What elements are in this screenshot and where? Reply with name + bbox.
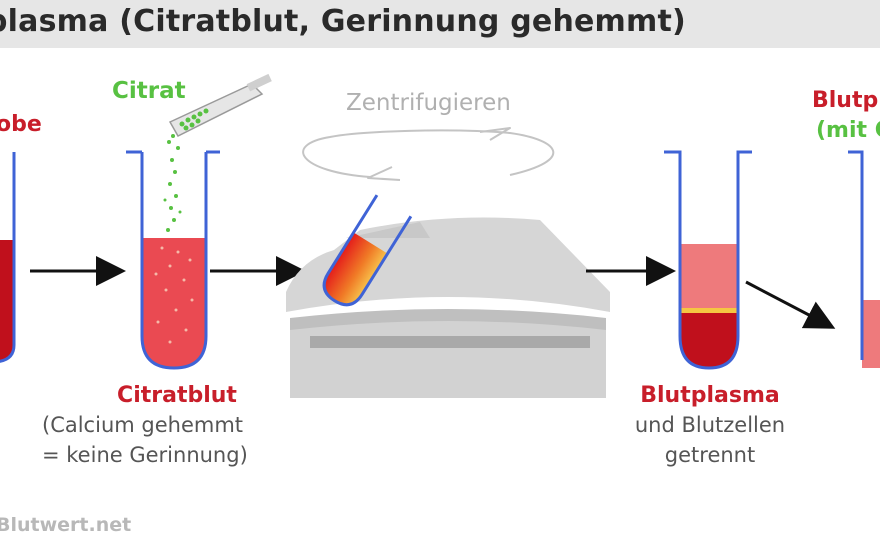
label-blutplasma-note-1: und Blutzellen [634, 413, 786, 437]
centrifuge-tube [322, 194, 413, 307]
citrate-particles [163, 134, 182, 232]
arrow-4 [745, 280, 836, 329]
title-bar: plasma (Citratblut, Gerinnung gehemmt) [0, 0, 880, 48]
label-blutplasma: Blutplasma [640, 383, 780, 408]
label-citratblut: Citratblut [117, 383, 237, 408]
citrate-scoop [168, 73, 272, 137]
label-citratblut-note-2: = keine Gerinnung) [42, 443, 248, 467]
label-right-note: (mit C [816, 118, 880, 143]
centrifuge [286, 217, 610, 398]
citrate-blood-tube [126, 134, 220, 370]
footer-watermark: Blutwert.net [0, 514, 132, 536]
label-citrat: Citrat [112, 78, 186, 104]
label-citratblut-note-1: (Calcium gehemmt [42, 413, 244, 437]
page-title: plasma (Citratblut, Gerinnung gehemmt) [0, 4, 686, 39]
rotation-arrow [302, 127, 555, 181]
label-centrifuge: Zentrifugieren [346, 90, 511, 116]
blood-sample-tube [0, 152, 16, 363]
label-blutplasma-note-2: getrennt [664, 443, 756, 467]
plasma-tube [848, 150, 880, 368]
citrate-dissolving [154, 246, 194, 344]
separated-tube [664, 150, 752, 370]
label-right-title: Blutp [812, 88, 879, 113]
label-blood-sample: obe [0, 112, 42, 137]
